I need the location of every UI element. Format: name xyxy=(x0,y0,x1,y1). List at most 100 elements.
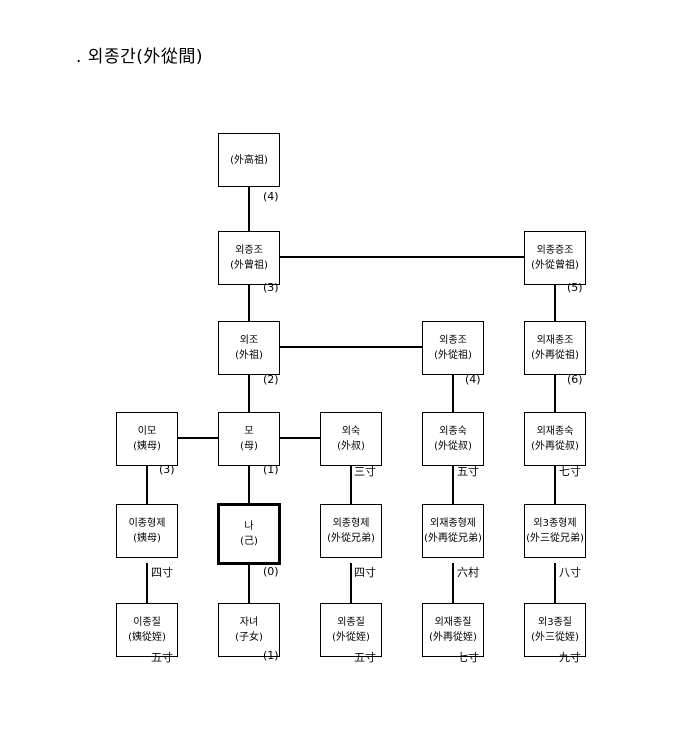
node-wai-jaejong-hyeongje: 외재종형제 (外再從兄弟) xyxy=(422,504,484,558)
node-hanja: (外三從姪) xyxy=(531,632,579,643)
node-wai-jongsuk: 외종숙 (外從叔) xyxy=(422,412,484,466)
node-wai-jongjil: 외종질 (外從姪) xyxy=(320,603,382,657)
node-hanja: (外再從兄弟) xyxy=(424,533,482,544)
node-korean: 외재종형제 xyxy=(430,518,476,529)
degree-label: (6) xyxy=(567,373,583,386)
node-hanja: (外三從兄弟) xyxy=(526,533,584,544)
degree-label: (1) xyxy=(263,649,279,662)
node-hanja: (外叔) xyxy=(337,441,365,452)
node-hanja: (外從姪) xyxy=(332,632,370,643)
connector-line xyxy=(178,437,218,439)
connector-line xyxy=(350,563,352,604)
node-hanja: (姨從姪) xyxy=(128,632,166,643)
node-mo: 모 (母) xyxy=(218,412,280,466)
degree-label: 四寸 xyxy=(151,566,173,579)
degree-label: 六村 xyxy=(457,566,479,579)
node-korean: 외숙 xyxy=(341,426,361,437)
node-korean: 이모 xyxy=(137,426,157,437)
node-korean: 나 xyxy=(244,521,254,532)
node-wai-jaejongjil: 외재종질 (外再從姪) xyxy=(422,603,484,657)
connector-line xyxy=(452,372,454,413)
node-korean: 외종조 xyxy=(439,335,467,346)
degree-label: 五寸 xyxy=(151,651,173,664)
node-korean: 외3종질 xyxy=(538,617,572,628)
connector-line xyxy=(452,563,454,604)
connector-line xyxy=(554,280,556,322)
node-janyeo: 자녀 (子女) xyxy=(218,603,280,657)
node-wai-samjong-hyeongje: 외3종형제 (外三從兄弟) xyxy=(524,504,586,558)
connector-line xyxy=(248,462,250,505)
degree-label: 四寸 xyxy=(354,566,376,579)
degree-label: 七寸 xyxy=(559,465,581,478)
node-hanja: (外再從叔) xyxy=(531,441,579,452)
degree-label: 七寸 xyxy=(457,651,479,664)
connector-line xyxy=(280,346,422,348)
degree-label: (4) xyxy=(263,190,279,203)
node-korean: 모 xyxy=(244,426,254,437)
node-hanja: (外從叔) xyxy=(434,441,472,452)
connector-line xyxy=(554,462,556,505)
node-hanja: (母) xyxy=(240,441,258,452)
node-wai-jongjo: 외종조 (外從祖) xyxy=(422,321,484,375)
node-korean: 이종질 xyxy=(133,617,161,628)
degree-label: 五寸 xyxy=(354,651,376,664)
degree-label: 九寸 xyxy=(559,651,581,664)
node-korean: 외재종숙 xyxy=(536,426,574,437)
node-hanja: (己) xyxy=(240,536,258,547)
connector-line xyxy=(146,563,148,604)
connector-line xyxy=(554,563,556,604)
node-imo: 이모 (姨母) xyxy=(116,412,178,466)
degree-label: 三寸 xyxy=(354,465,376,478)
connector-line xyxy=(280,256,524,258)
node-hanja: (外再從祖) xyxy=(531,350,579,361)
degree-label: (4) xyxy=(465,373,481,386)
node-korean: 외재종질 xyxy=(434,617,472,628)
node-korean: 외종증조 xyxy=(536,245,574,256)
connector-line xyxy=(248,565,250,604)
node-wai-gojo: (外高祖) xyxy=(218,133,280,187)
node-hanja: (外從兄弟) xyxy=(327,533,375,544)
node-wai-jaejongjo: 외재종조 (外再從祖) xyxy=(524,321,586,375)
degree-label: (1) xyxy=(263,463,279,476)
node-korean: 이종형제 xyxy=(128,518,166,529)
node-ijong-hyeongje: 이종형제 (姨母) xyxy=(116,504,178,558)
degree-label: (3) xyxy=(159,463,175,476)
connector-line xyxy=(452,462,454,505)
node-korean: 외종숙 xyxy=(439,426,467,437)
degree-label: 五寸 xyxy=(457,465,479,478)
node-hanja: (外從祖) xyxy=(434,350,472,361)
node-wai-suk: 외숙 (外叔) xyxy=(320,412,382,466)
node-korean: 외조 xyxy=(239,335,259,346)
degree-label: (2) xyxy=(263,373,279,386)
node-wai-jo: 외조 (外祖) xyxy=(218,321,280,375)
connector-line xyxy=(280,437,320,439)
connector-line xyxy=(248,187,250,232)
node-wai-jong-hyeongje: 외종형제 (外從兄弟) xyxy=(320,504,382,558)
node-hanja: (外曾祖) xyxy=(230,260,268,271)
node-hanja: (姨母) xyxy=(133,533,161,544)
node-korean: 외증조 xyxy=(235,245,263,256)
node-korean: 외종질 xyxy=(337,617,365,628)
node-wai-jaejongsuk: 외재종숙 (外再從叔) xyxy=(524,412,586,466)
node-wai-samjongjil: 외3종질 (外三從姪) xyxy=(524,603,586,657)
node-korean: 외재종조 xyxy=(536,335,574,346)
page-title: . 외종간(外從間) xyxy=(76,47,203,67)
connector-line xyxy=(350,462,352,505)
connector-line xyxy=(248,280,250,322)
node-wai-jeungjo: 외증조 (外曾祖) xyxy=(218,231,280,285)
degree-label: (3) xyxy=(263,281,279,294)
node-ijongjil: 이종질 (姨從姪) xyxy=(116,603,178,657)
node-hanja: (外再從姪) xyxy=(429,632,477,643)
node-hanja: (外從曾祖) xyxy=(531,260,579,271)
connector-line xyxy=(554,372,556,413)
node-hanja: (外祖) xyxy=(235,350,263,361)
node-hanja: (外高祖) xyxy=(230,154,268,166)
degree-label: 八寸 xyxy=(559,566,581,579)
degree-label: (0) xyxy=(263,565,279,578)
node-korean: 외3종형제 xyxy=(533,518,577,529)
connector-line xyxy=(146,462,148,505)
node-hanja: (子女) xyxy=(235,632,263,643)
node-korean: 자녀 xyxy=(239,617,259,628)
connector-line xyxy=(248,372,250,413)
node-korean: 외종형제 xyxy=(332,518,370,529)
